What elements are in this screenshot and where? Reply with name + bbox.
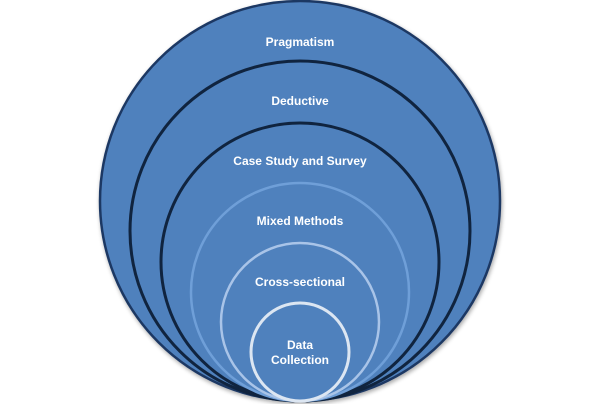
label-deductive: Deductive xyxy=(271,94,329,108)
label-data: Data xyxy=(287,338,313,352)
label-collection: Collection xyxy=(271,353,329,367)
label-pragmatism: Pragmatism xyxy=(266,35,335,49)
label-mixed-methods: Mixed Methods xyxy=(257,214,344,228)
ring-data-collection xyxy=(249,301,351,403)
label-case-study-and-survey: Case Study and Survey xyxy=(233,154,367,168)
label-cross-sectional: Cross-sectional xyxy=(255,275,345,289)
